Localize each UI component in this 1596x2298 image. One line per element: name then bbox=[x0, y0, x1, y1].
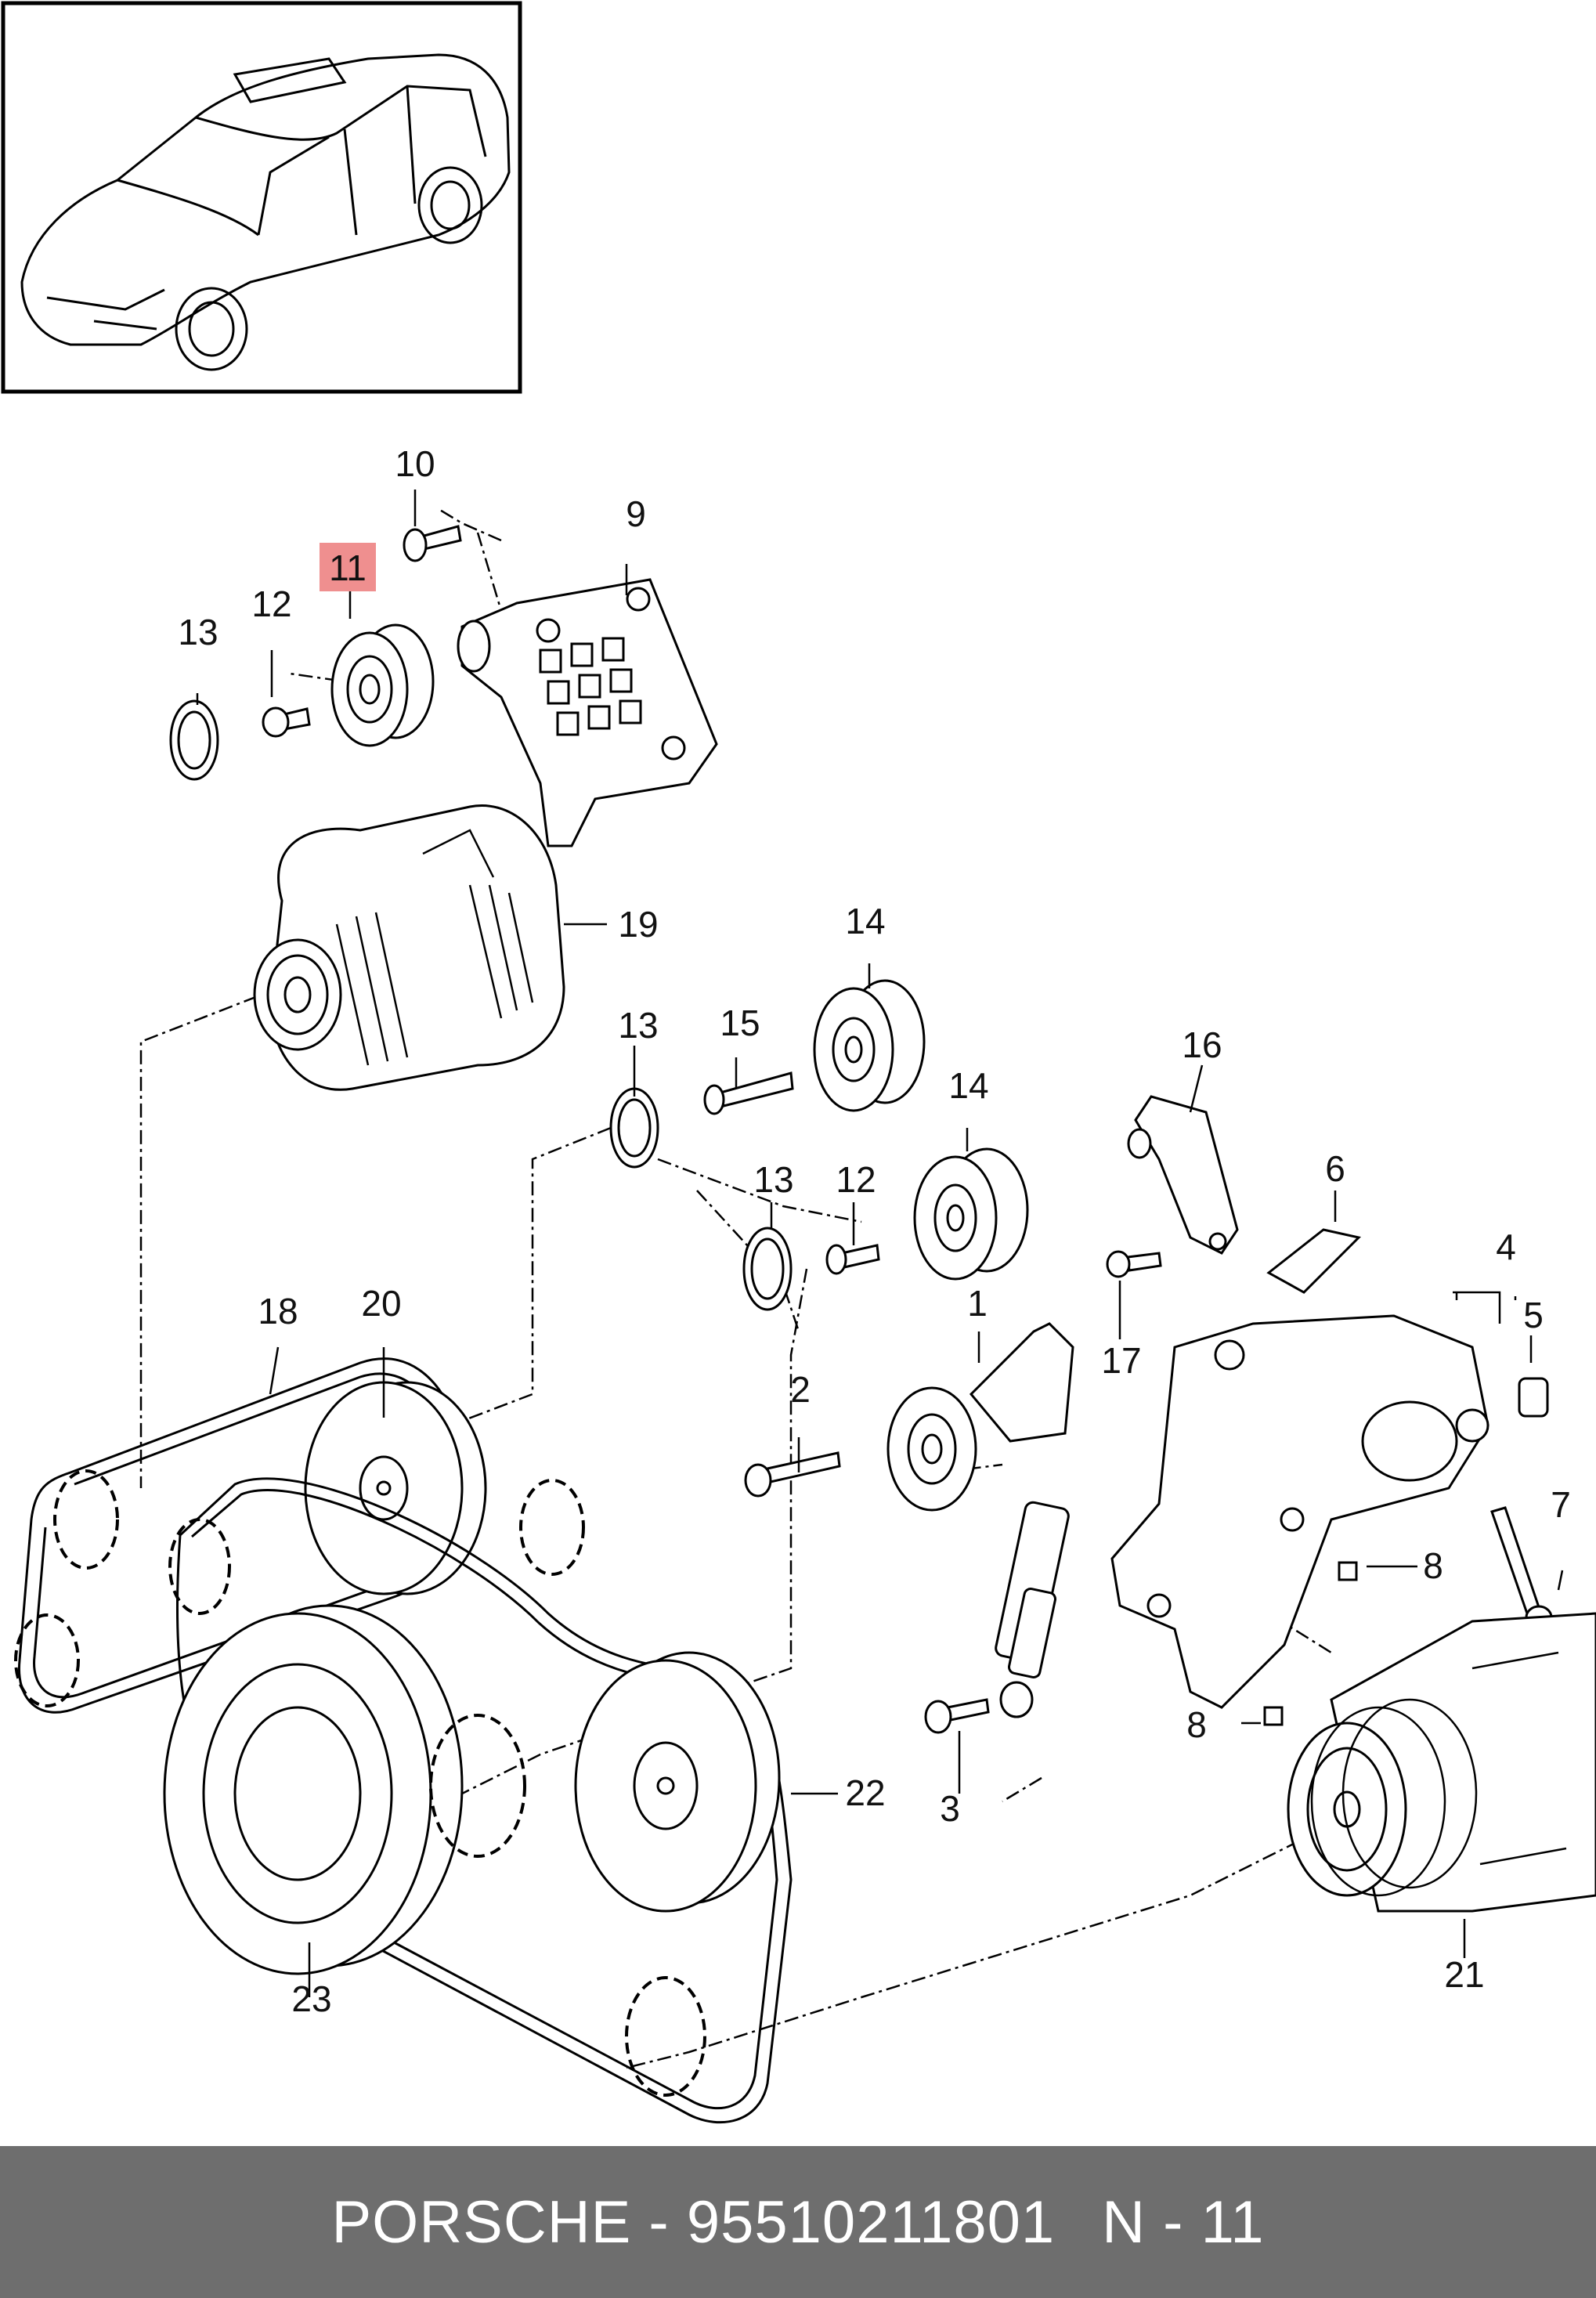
callout-7: 7 bbox=[1551, 1484, 1571, 1525]
callout-11: 11 bbox=[329, 547, 367, 588]
part-info-text: PORSCHE - 95510211801 N - 11 bbox=[331, 2188, 1264, 2256]
highlighted-callout-box bbox=[320, 543, 376, 591]
callout-12: 12 bbox=[836, 1159, 876, 1200]
callout-13: 13 bbox=[618, 1005, 658, 1046]
parts-diagram: 10 9 11 12 13 19 14 15 13 16 14 13 12 6 … bbox=[1, 1, 1596, 2124]
pulley-22 bbox=[574, 1651, 781, 1913]
brand-name: PORSCHE bbox=[331, 2188, 632, 2256]
callout-14: 14 bbox=[948, 1065, 988, 1106]
idler-pulley-14-upper bbox=[609, 979, 926, 1169]
callout-3: 3 bbox=[940, 1788, 960, 1829]
callout-16: 16 bbox=[1182, 1024, 1222, 1065]
callout-20: 20 bbox=[361, 1283, 401, 1324]
idler-pulley-upper bbox=[169, 525, 462, 781]
callout-19: 19 bbox=[618, 904, 658, 945]
ac-compressor-bracket bbox=[1110, 1314, 1553, 1726]
callout-14: 14 bbox=[845, 901, 885, 941]
callout-10: 10 bbox=[395, 443, 435, 484]
alternator bbox=[253, 804, 565, 1091]
callout-23: 23 bbox=[291, 1978, 331, 2019]
callout-13: 13 bbox=[178, 612, 218, 652]
idler-pulley-14-lower bbox=[742, 1147, 1029, 1311]
callout-6: 6 bbox=[1325, 1148, 1345, 1189]
label-leaders bbox=[196, 490, 1564, 1997]
callout-18: 18 bbox=[258, 1291, 298, 1331]
belt-tensioner bbox=[744, 1322, 1074, 1734]
brand-separator: - bbox=[631, 2188, 687, 2256]
ac-compressor bbox=[1287, 1612, 1596, 1913]
reference-prefix: N - bbox=[1102, 2188, 1201, 2256]
belt-contact-markers bbox=[14, 1469, 706, 2097]
callout-21: 21 bbox=[1444, 1954, 1484, 1995]
crankshaft-pulley bbox=[163, 1604, 464, 1975]
callout-1: 1 bbox=[967, 1283, 988, 1324]
callout-13: 13 bbox=[753, 1159, 793, 1200]
callout-22: 22 bbox=[845, 1772, 885, 1813]
part-number: 95510211801 bbox=[686, 2188, 1056, 2256]
mounting-bracket bbox=[457, 578, 718, 847]
callout-8: 8 bbox=[1423, 1545, 1443, 1586]
callout-12: 12 bbox=[251, 584, 291, 624]
part-info-bar: PORSCHE - 95510211801 N - 11 bbox=[0, 2146, 1596, 2298]
gasket bbox=[1266, 1228, 1361, 1294]
callout-8: 8 bbox=[1186, 1704, 1207, 1745]
callout-15: 15 bbox=[720, 1003, 760, 1043]
callout-labels: 10 9 11 12 13 19 14 15 13 16 14 13 12 6 … bbox=[178, 443, 1570, 2019]
callout-17: 17 bbox=[1101, 1340, 1141, 1381]
callout-4: 4 bbox=[1496, 1227, 1516, 1267]
reference-number: 11 bbox=[1201, 2188, 1265, 2256]
bolt-17 bbox=[1106, 1250, 1162, 1278]
bracket-16 bbox=[1127, 1095, 1239, 1255]
callout-5: 5 bbox=[1523, 1295, 1544, 1335]
vehicle-thumbnail bbox=[1, 1, 522, 394]
callout-9: 9 bbox=[626, 493, 646, 534]
callout-2: 2 bbox=[790, 1369, 811, 1410]
